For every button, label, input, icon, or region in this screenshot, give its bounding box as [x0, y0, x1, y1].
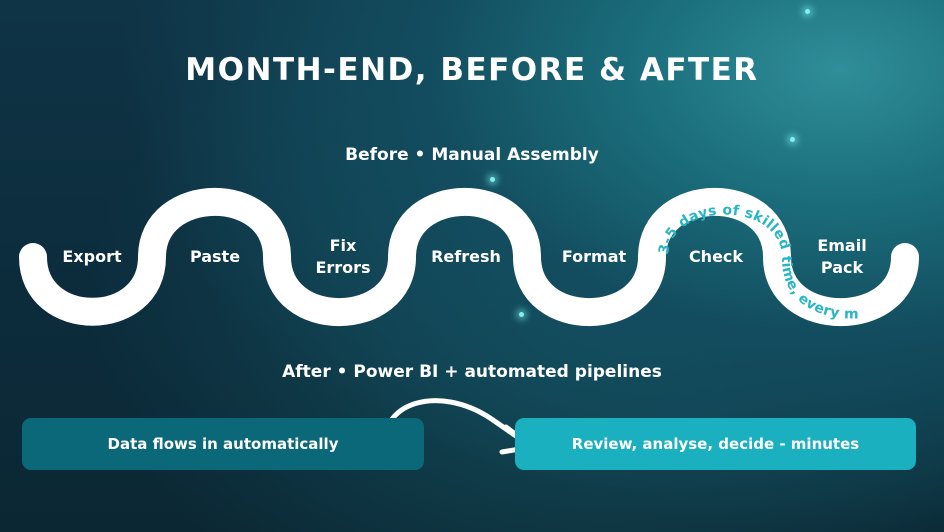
step-label: Pack: [820, 258, 864, 277]
step-check: Check: [661, 246, 771, 268]
step-label: Refresh: [431, 247, 501, 266]
sparkle-dot: [805, 9, 810, 14]
page-title: MONTH-END, BEFORE & AFTER: [185, 52, 759, 88]
automated-data-box: Data flows in automatically: [22, 418, 424, 470]
step-paste: Paste: [160, 246, 270, 268]
time-annotation: 3-5 days of skilled time, every month: [0, 0, 859, 323]
sparkle-dot: [790, 137, 795, 142]
wave-path: [19, 188, 919, 326]
step-label: Errors: [315, 258, 371, 277]
step-fix-errors: Fix Errors: [288, 235, 398, 279]
sparkle-dot: [490, 177, 495, 182]
box-label: Data flows in automatically: [107, 435, 339, 453]
after-heading: After • Power BI + automated pipelines: [282, 362, 662, 382]
step-refresh: Refresh: [411, 246, 521, 268]
step-export: Export: [37, 246, 147, 268]
step-label: Format: [561, 247, 627, 266]
box-label: Review, analyse, decide - minutes: [571, 435, 860, 453]
step-label: Check: [688, 247, 744, 266]
step-label: Export: [62, 247, 122, 266]
sparkle-dot: [519, 312, 524, 317]
step-label: Email: [817, 236, 867, 255]
review-decide-box: Review, analyse, decide - minutes: [515, 418, 916, 470]
step-email-pack: Email Pack: [787, 235, 897, 279]
before-heading: Before • Manual Assembly: [345, 145, 599, 165]
step-label: Paste: [189, 247, 241, 266]
step-format: Format: [539, 246, 649, 268]
step-label: Fix: [329, 236, 357, 255]
